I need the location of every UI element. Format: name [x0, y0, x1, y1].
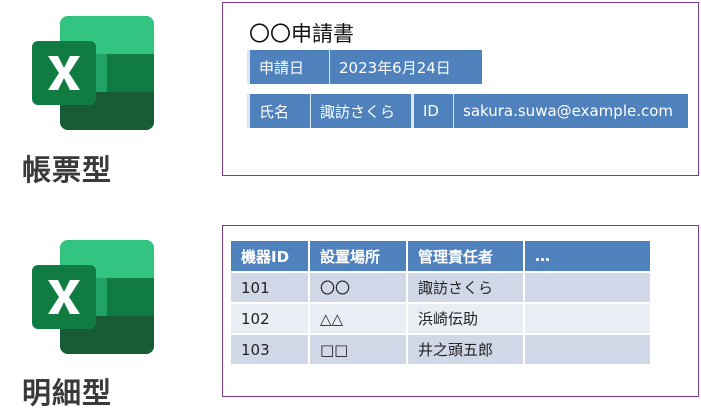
name-label: 氏名 [250, 94, 311, 128]
table-row: 103 □□ 井之頭五郎 [231, 334, 652, 366]
column-header-more[interactable]: … [524, 241, 652, 273]
id-field: ID sakura.suwa@example.com [411, 94, 688, 128]
table-cell[interactable]: 〇〇 [309, 272, 408, 304]
excel-icon [32, 240, 154, 354]
table-cell[interactable]: 103 [231, 334, 310, 366]
application-date-label: 申請日 [250, 50, 330, 84]
table-cell[interactable]: □□ [309, 334, 408, 366]
application-date-field: 申請日 2023年6月24日 [247, 50, 482, 84]
table-cell[interactable] [524, 303, 652, 335]
table-cell[interactable] [524, 272, 652, 304]
id-value[interactable]: sakura.suwa@example.com [463, 102, 674, 120]
equipment-table: 機器ID 設置場所 管理責任者 … 101 〇〇 諏訪さくら 102 △△ 浜崎… [231, 241, 652, 366]
excel-icon [32, 16, 154, 130]
column-header-location[interactable]: 設置場所 [309, 241, 408, 273]
id-label: ID [414, 94, 454, 128]
column-header-manager[interactable]: 管理責任者 [407, 241, 525, 273]
form-sheet: 〇〇申請書 申請日 2023年6月24日 氏名 諏訪さくら ID sakura.… [222, 2, 699, 176]
name-field: 氏名 諏訪さくら [247, 94, 411, 128]
table-row: 101 〇〇 諏訪さくら [231, 272, 652, 304]
table-cell[interactable]: 101 [231, 272, 310, 304]
table-cell[interactable]: 井之頭五郎 [407, 334, 525, 366]
table-cell[interactable]: 浜崎伝助 [407, 303, 525, 335]
table-cell[interactable]: 諏訪さくら [407, 272, 525, 304]
table-cell[interactable] [524, 334, 652, 366]
table-row: 102 △△ 浜崎伝助 [231, 303, 652, 335]
column-header-equipment-id[interactable]: 機器ID [231, 241, 310, 273]
table-cell[interactable]: 102 [231, 303, 310, 335]
form-title: 〇〇申請書 [249, 22, 354, 46]
form-type-caption: 帳票型 [22, 153, 113, 187]
table-cell[interactable]: △△ [309, 303, 408, 335]
application-date-value[interactable]: 2023年6月24日 [339, 58, 451, 77]
list-sheet: 機器ID 設置場所 管理責任者 … 101 〇〇 諏訪さくら 102 △△ 浜崎… [222, 225, 699, 397]
name-value[interactable]: 諏訪さくら [320, 102, 396, 121]
table-header-row: 機器ID 設置場所 管理責任者 … [231, 241, 652, 273]
list-type-caption: 明細型 [22, 376, 113, 410]
